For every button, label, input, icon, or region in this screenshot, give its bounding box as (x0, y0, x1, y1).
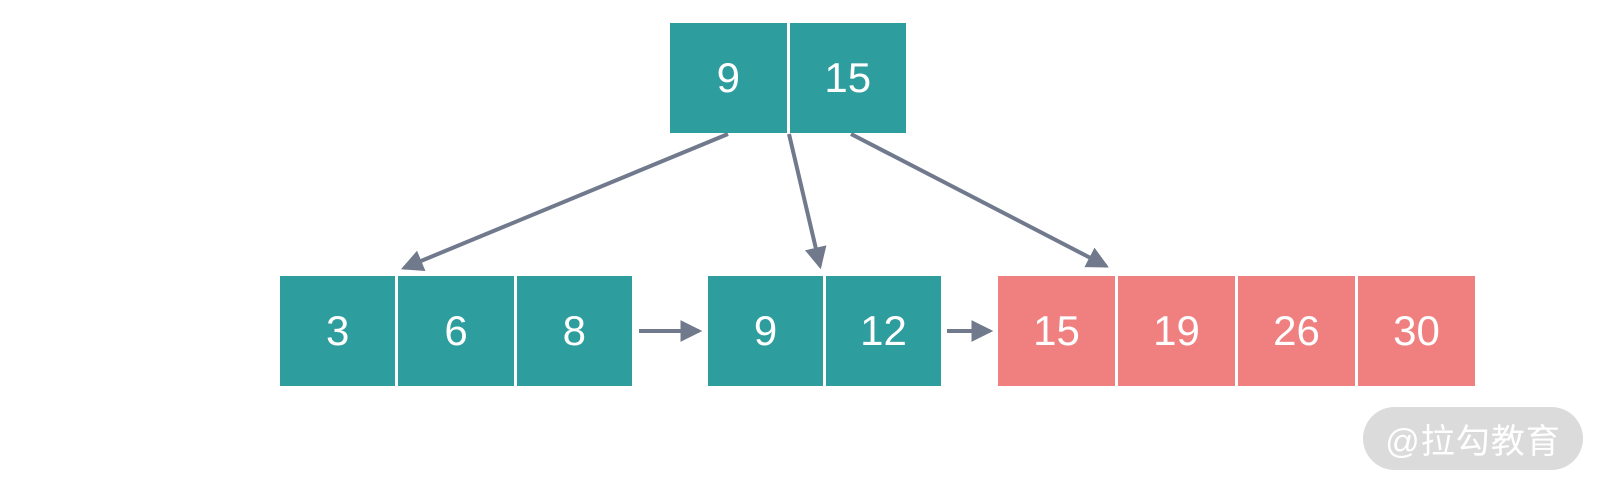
edge-root-to-leaf2-arrow (787, 133, 827, 270)
leaf-node-key-cell: 30 (1358, 276, 1475, 386)
leaf-node-1: 3 6 8 (280, 276, 632, 386)
leaf-node-2: 9 12 (708, 276, 941, 386)
leaf-node-key-cell: 8 (516, 276, 632, 386)
leaf-node-key-cell: 3 (280, 276, 396, 386)
leaf-node-key-cell: 19 (1118, 276, 1235, 386)
leaf-node-3: 15 19 26 30 (998, 276, 1475, 386)
leaf-node-key-cell: 26 (1238, 276, 1355, 386)
leaf-node-key-cell: 12 (826, 276, 941, 386)
edge-root-to-leaf3-arrow (850, 132, 1109, 268)
root-node: 9 15 (670, 23, 906, 133)
watermark-badge: @拉勾教育 (1363, 407, 1583, 470)
leaf-node-key-cell: 15 (998, 276, 1115, 386)
root-node-key-cell: 15 (789, 23, 906, 133)
root-node-key-cell: 9 (670, 23, 787, 133)
edge-root-to-leaf1-arrow (400, 132, 729, 272)
leaf-node-key-cell: 6 (398, 276, 514, 386)
leaf-node-key-cell: 9 (708, 276, 823, 386)
